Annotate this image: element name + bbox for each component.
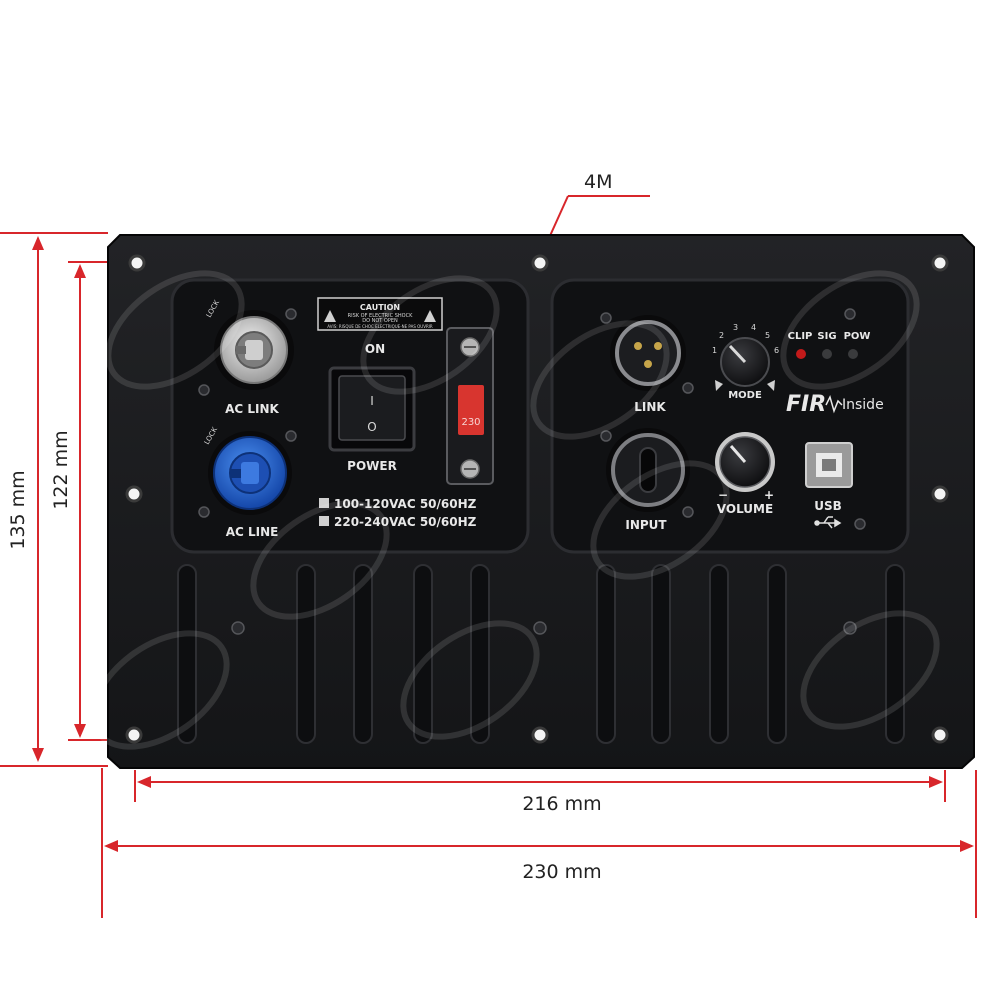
sig-led-label: SIG — [817, 331, 836, 342]
switch-on-symbol: I — [370, 394, 374, 408]
caution-line-2: DO NOT OPEN — [362, 318, 398, 324]
input-label: INPUT — [625, 518, 667, 532]
outer-height-label: 135 mm — [7, 470, 29, 549]
sig-led — [822, 349, 832, 359]
power-label: POWER — [347, 459, 397, 473]
ac-line-connector[interactable] — [208, 431, 292, 515]
outer-width-label: 230 mm — [522, 861, 601, 883]
status-leds: CLIP SIG POW — [788, 331, 871, 359]
voltage-selector-value: 230 — [461, 417, 480, 428]
on-label: ON — [365, 342, 385, 356]
voltage-options: 100-120VAC 50/60HZ 220-240VAC 50/60HZ — [319, 497, 477, 529]
mode-position-5: 5 — [765, 331, 770, 340]
combo-input-connector[interactable] — [606, 428, 690, 512]
inner-width-label: 216 mm — [522, 793, 601, 815]
mode-position-2: 2 — [719, 331, 724, 340]
power-switch[interactable]: I O — [328, 366, 416, 452]
voltage-option-1: 100-120VAC 50/60HZ — [334, 497, 477, 511]
usb-label: USB — [814, 499, 842, 513]
link-label: LINK — [634, 400, 666, 414]
pow-led — [848, 349, 858, 359]
pow-led-label: POW — [844, 331, 871, 342]
volume-plus: + — [764, 488, 774, 502]
usb-port[interactable] — [805, 442, 853, 488]
caution-label: CAUTION RISK OF ELECTRIC SHOCK DO NOT OP… — [317, 297, 443, 331]
caution-line-1: RISK OF ELECTRIC SHOCK — [348, 313, 413, 319]
caution-title: CAUTION — [360, 303, 400, 312]
voltage-option-2: 220-240VAC 50/60HZ — [334, 515, 477, 529]
ac-link-label: AC LINK — [225, 402, 279, 416]
mode-position-3: 3 — [733, 323, 738, 332]
watermark-overlay — [90, 270, 940, 750]
fir-inside-logo: FIR Inside — [786, 392, 884, 417]
clip-led-label: CLIP — [788, 331, 813, 342]
dimension-lines — [0, 195, 977, 918]
mode-position-1: 1 — [712, 346, 717, 355]
fir-logo-suffix: Inside — [842, 397, 884, 413]
mode-position-labels: 1 2 3 4 5 6 — [712, 323, 779, 355]
mode-position-4: 4 — [751, 323, 756, 332]
mounting-holes — [125, 254, 949, 744]
mode-position-6: 6 — [774, 346, 779, 355]
fir-logo-text: FIR — [786, 392, 826, 417]
ac-line-label: AC LINE — [226, 525, 279, 539]
switch-off-symbol: O — [367, 420, 376, 434]
voltage-selector[interactable]: 230 — [446, 327, 494, 485]
volume-label: VOLUME — [717, 502, 773, 516]
inner-height-label: 122 mm — [50, 430, 72, 509]
caution-line-3: AVIS: RISQUE DE CHOC ELECTRIQUE-NE PAS O… — [327, 324, 433, 329]
usb-symbol-icon — [814, 516, 842, 529]
clip-led — [796, 349, 806, 359]
mode-label: MODE — [728, 390, 762, 401]
panel-screws — [198, 308, 866, 635]
volume-knob[interactable] — [715, 432, 775, 492]
xlr-link-connector[interactable] — [610, 315, 686, 391]
heatsink-grooves — [177, 564, 905, 744]
ac-link-connector[interactable] — [214, 310, 294, 390]
screw-size-label: 4M — [584, 171, 612, 193]
volume-minus: − — [718, 488, 728, 502]
mode-selector-knob[interactable] — [715, 337, 775, 391]
